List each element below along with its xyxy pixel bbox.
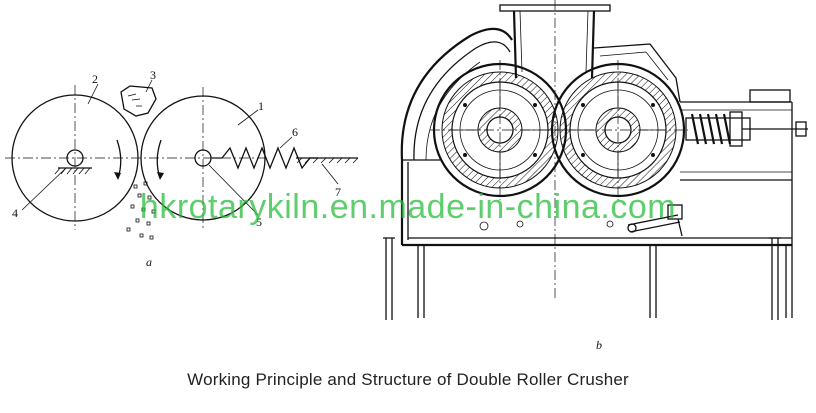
anchor-bolts xyxy=(383,237,793,320)
fixed-bearing-symbol xyxy=(54,167,92,175)
spring-zigzag xyxy=(212,146,318,170)
right-roller-section xyxy=(548,60,688,200)
figure-b-sublabel: b xyxy=(596,338,602,352)
label-3: 3 xyxy=(150,68,156,82)
right-top-cover xyxy=(593,43,681,103)
guard-cover-inner xyxy=(413,41,511,161)
spring-assembly xyxy=(685,111,808,147)
left-rotation-arrowhead xyxy=(114,172,121,180)
left-roller-section xyxy=(430,60,570,200)
right-top-cover-lining xyxy=(599,51,669,81)
crushed-particles xyxy=(126,181,156,240)
leader-6 xyxy=(279,136,293,149)
leader-5 xyxy=(208,164,259,216)
label-7: 7 xyxy=(335,185,341,199)
leader-3 xyxy=(145,79,153,93)
frame-ground-hatch xyxy=(296,157,359,164)
guard-cover-outer xyxy=(400,27,513,161)
label-4: 4 xyxy=(12,206,18,220)
label-2: 2 xyxy=(92,72,98,86)
figure-a-sublabel: a xyxy=(146,255,152,269)
watermark-text: hkrotarykiln.en.made-in-china.com xyxy=(139,188,677,226)
left-roller-shaft xyxy=(66,149,84,167)
label-1: 1 xyxy=(258,99,264,113)
figure-a-principle: 2 3 1 6 7 4 5 a xyxy=(5,68,359,269)
figure-caption: Working Principle and Structure of Doubl… xyxy=(187,370,629,389)
figure-b-structure: b xyxy=(383,0,808,352)
material-lump xyxy=(120,85,157,117)
label-6: 6 xyxy=(292,125,298,139)
leader-4 xyxy=(21,167,67,211)
material-lump-texture xyxy=(127,93,142,107)
label-5: 5 xyxy=(256,215,262,229)
leader-1 xyxy=(237,109,259,126)
right-rotation-arrowhead xyxy=(157,172,164,180)
leader-7 xyxy=(321,163,339,185)
adjust-linkage xyxy=(627,204,683,237)
machine-frame xyxy=(400,89,793,247)
frame-bolts xyxy=(479,220,614,231)
left-rotation-arrow xyxy=(116,139,122,179)
right-roller-shaft xyxy=(194,149,212,167)
leader-2 xyxy=(87,83,99,105)
